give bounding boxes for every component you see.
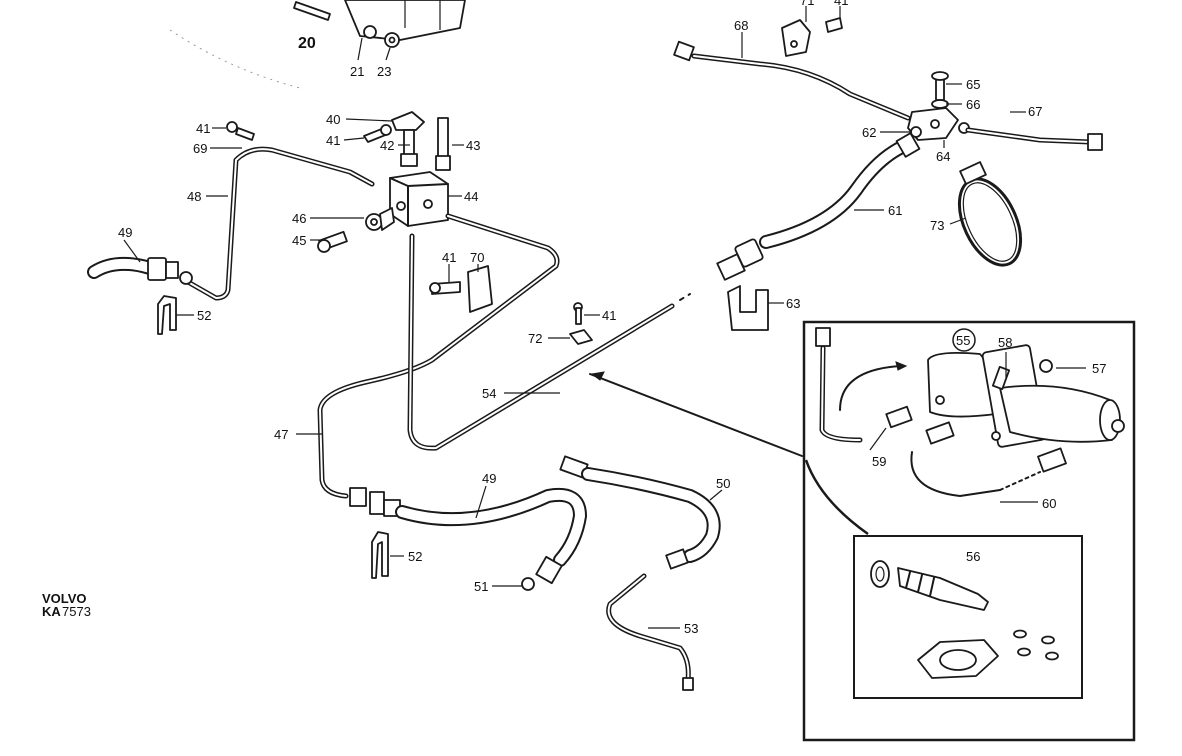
callout-21: 21: [350, 64, 364, 79]
bolt-65-washer-66: [931, 71, 949, 109]
callout-40: 40: [326, 112, 340, 127]
distribution-block: [389, 171, 449, 227]
fitting-43: [435, 117, 451, 171]
callout-42: 42: [380, 138, 394, 153]
callout-61: 61: [888, 203, 902, 218]
callout-55-circle: [952, 328, 976, 352]
callout-47: 47: [274, 427, 288, 442]
bolt-41-upper: [363, 124, 392, 143]
drawing-stamp: VOLVO KA 7573: [42, 591, 91, 619]
callout-48: 48: [187, 189, 201, 204]
callout-46: 46: [292, 211, 306, 226]
inset-leaders: [869, 352, 1086, 503]
pipe-67: [965, 127, 1103, 151]
callout-45: 45: [292, 233, 306, 248]
inset-pipe-60: [910, 421, 1067, 497]
pipe-53: [606, 573, 694, 691]
callout-labels: 20 21 23 40 41 42 43 44 41 69 48 46 45 4…: [118, 0, 1106, 636]
callout-71: 71: [800, 0, 814, 8]
bolt-45: [317, 230, 348, 253]
callout-54: 54: [482, 386, 496, 401]
drawing-code-number: 7573: [62, 604, 91, 619]
clip-40: [391, 111, 425, 167]
cable-54: [589, 371, 803, 457]
brand-name: VOLVO: [42, 591, 87, 606]
callout-59: 59: [872, 454, 886, 469]
callout-60: 60: [1042, 496, 1056, 511]
callout-50: 50: [716, 476, 730, 491]
inset-pipe-59: [815, 327, 913, 443]
hose-61: [716, 132, 921, 281]
callout-52-b: 52: [408, 549, 422, 564]
callout-20: 20: [298, 35, 316, 52]
callout-69: 69: [193, 141, 207, 156]
clip-63: [727, 285, 769, 331]
callout-51: 51: [474, 579, 488, 594]
callout-73: 73: [930, 218, 944, 233]
callout-43: 43: [466, 138, 480, 153]
callout-41-d: 41: [602, 308, 616, 323]
bracket-70: [429, 265, 493, 313]
callout-49-b: 49: [482, 471, 496, 486]
bracket-71: [781, 6, 843, 57]
hose-clamp-73: [957, 161, 1023, 267]
callout-56: 56: [966, 549, 980, 564]
pipe-48: [185, 146, 375, 301]
brake-valve-55: [927, 344, 1125, 448]
mounting-bracket-assembly: [169, 0, 466, 89]
callout-23: 23: [377, 64, 391, 79]
callout-52-a: 52: [197, 308, 211, 323]
pipe-68: [673, 40, 911, 121]
repair-kit-box: [853, 535, 1083, 699]
callout-62: 62: [862, 125, 876, 140]
callout-68: 68: [734, 18, 748, 33]
pipe-47: [317, 213, 560, 499]
callout-67: 67: [1028, 104, 1042, 119]
clip-52-upper: [157, 295, 177, 335]
hose-49-left: [87, 256, 193, 285]
callout-49-a: 49: [118, 225, 132, 240]
callout-53: 53: [684, 621, 698, 636]
callout-41-b: 41: [196, 121, 210, 136]
callout-64: 64: [936, 149, 950, 164]
hose-49-lower: [349, 487, 587, 591]
callout-72: 72: [528, 331, 542, 346]
pipe-down: [407, 233, 691, 451]
callout-41-e: 41: [834, 0, 848, 8]
callout-66: 66: [966, 97, 980, 112]
callout-55: 55: [956, 333, 970, 348]
callout-44: 44: [464, 189, 478, 204]
leader-lines: [123, 6, 1026, 629]
fitting-46: [365, 207, 395, 231]
callout-57: 57: [1092, 361, 1106, 376]
callout-58: 58: [998, 335, 1012, 350]
clip-52-lower: [371, 531, 389, 579]
bolt-41-left: [226, 121, 255, 141]
callout-65: 65: [966, 77, 980, 92]
callout-63: 63: [786, 296, 800, 311]
callout-41-c: 41: [442, 250, 456, 265]
clip-72: [569, 302, 593, 345]
tee-fitting-64: [907, 107, 970, 141]
callout-70: 70: [470, 250, 484, 265]
hose-50: [559, 455, 721, 570]
callout-41-a: 41: [326, 133, 340, 148]
drawing-code-prefix: KA: [42, 604, 61, 619]
